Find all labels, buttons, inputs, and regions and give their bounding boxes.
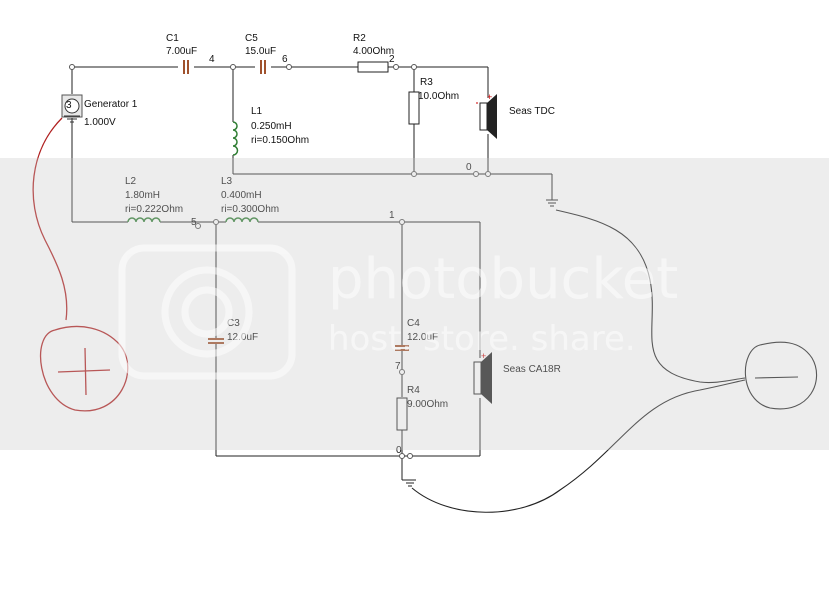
node-dot <box>485 171 491 177</box>
node-dot <box>69 64 75 70</box>
capacitor-c3-symbol[interactable] <box>208 338 224 344</box>
l1-value-label: 0.250mH <box>251 121 292 132</box>
r3-ref-label: R3 <box>420 77 433 88</box>
node-label-5: 5 <box>191 217 197 228</box>
capacitor-c5-symbol[interactable] <box>260 60 266 74</box>
inductor-l1-symbol[interactable] <box>232 121 239 156</box>
node-label-2: 2 <box>389 54 395 65</box>
c3-value-label: 12.0uF <box>227 332 258 343</box>
handwritten-plus-annotation <box>32 117 129 412</box>
generator-value-label: 1.000V <box>84 117 116 128</box>
inductor-symbols <box>127 121 259 223</box>
c5-ref-label: C5 <box>245 33 258 44</box>
node-dot <box>411 64 417 70</box>
generator-symbol[interactable] <box>61 94 83 123</box>
l2-ref-label: L2 <box>125 176 137 187</box>
node-dot <box>399 219 405 225</box>
c1-ref-label: C1 <box>166 33 179 44</box>
node-label-7: 7 <box>395 361 401 372</box>
l1-ri-label: ri=0.150Ohm <box>251 135 309 146</box>
resistor-r2-symbol[interactable] <box>357 61 389 73</box>
r3-value-label: 10.0Ohm <box>418 91 459 102</box>
c3-ref-label: C3 <box>227 318 240 329</box>
r2-ref-label: R2 <box>353 33 366 44</box>
woofer-symbol[interactable]: + <box>473 351 492 404</box>
node-dot <box>286 64 292 70</box>
capacitor-c1-symbol[interactable] <box>183 60 189 74</box>
node-dot <box>407 453 413 459</box>
generator-name-label: Generator 1 <box>84 99 138 110</box>
handwritten-minus-line <box>754 376 799 379</box>
handwritten-plus-horizontal <box>57 369 111 373</box>
node-dot <box>399 369 405 375</box>
c5-value-label: 15.0uF <box>245 46 276 57</box>
inductor-l2-symbol[interactable] <box>127 217 161 223</box>
svg-text:+: + <box>481 351 486 361</box>
l3-value-label: 0.400mH <box>221 190 262 201</box>
ground-symbol <box>402 479 416 487</box>
l2-value-label: 1.80mH <box>125 190 160 201</box>
c1-value-label: 7.00uF <box>166 46 197 57</box>
node-label-4: 4 <box>209 54 215 65</box>
node-dot <box>473 171 479 177</box>
wires <box>71 66 553 480</box>
woofer-name-label: Seas CA18R <box>503 364 561 375</box>
node-dot <box>399 453 405 459</box>
node-dot <box>213 219 219 225</box>
handwritten-arrow-line <box>411 379 746 513</box>
l3-ref-label: L3 <box>221 176 233 187</box>
l3-ri-label: ri=0.300Ohm <box>221 204 279 215</box>
handwritten-plus-vertical <box>84 347 87 396</box>
r4-value-label: 9.00Ohm <box>407 399 448 410</box>
resistor-r3-symbol[interactable] <box>408 91 420 125</box>
node-label-6: 6 <box>282 54 288 65</box>
capacitor-symbols <box>183 60 409 351</box>
handwritten-arrow-line <box>555 209 746 384</box>
tweeter-name-label: Seas TDC <box>509 106 555 117</box>
tweeter-symbol[interactable]: + <box>476 92 497 139</box>
node-label-0: 0 <box>466 162 472 173</box>
capacitor-c4-symbol[interactable] <box>395 345 409 351</box>
ground-symbol <box>546 199 558 207</box>
handwritten-circle <box>39 325 129 412</box>
node-dot <box>195 223 201 229</box>
inductor-l3-symbol[interactable] <box>225 217 259 223</box>
l2-ri-label: ri=0.222Ohm <box>125 204 183 215</box>
node-dot <box>230 64 236 70</box>
r2-value-label: 4.00Ohm <box>353 46 394 57</box>
generator-node-label: 3 <box>66 100 72 111</box>
node-label-0-bottom: 0 <box>396 445 402 456</box>
node-dots <box>69 64 491 459</box>
c4-ref-label: C4 <box>407 318 420 329</box>
handwritten-arrow-line <box>32 117 68 321</box>
svg-text:+: + <box>487 92 492 102</box>
handwritten-circle <box>744 341 817 410</box>
node-dot <box>393 64 399 70</box>
node-dot <box>411 171 417 177</box>
l1-ref-label: L1 <box>251 106 263 117</box>
r4-ref-label: R4 <box>407 385 420 396</box>
handwritten-minus-annotation <box>411 209 817 513</box>
resistor-r4-symbol[interactable] <box>396 397 408 431</box>
node-label-1: 1 <box>389 210 395 221</box>
c4-value-label: 12.0uF <box>407 332 438 343</box>
